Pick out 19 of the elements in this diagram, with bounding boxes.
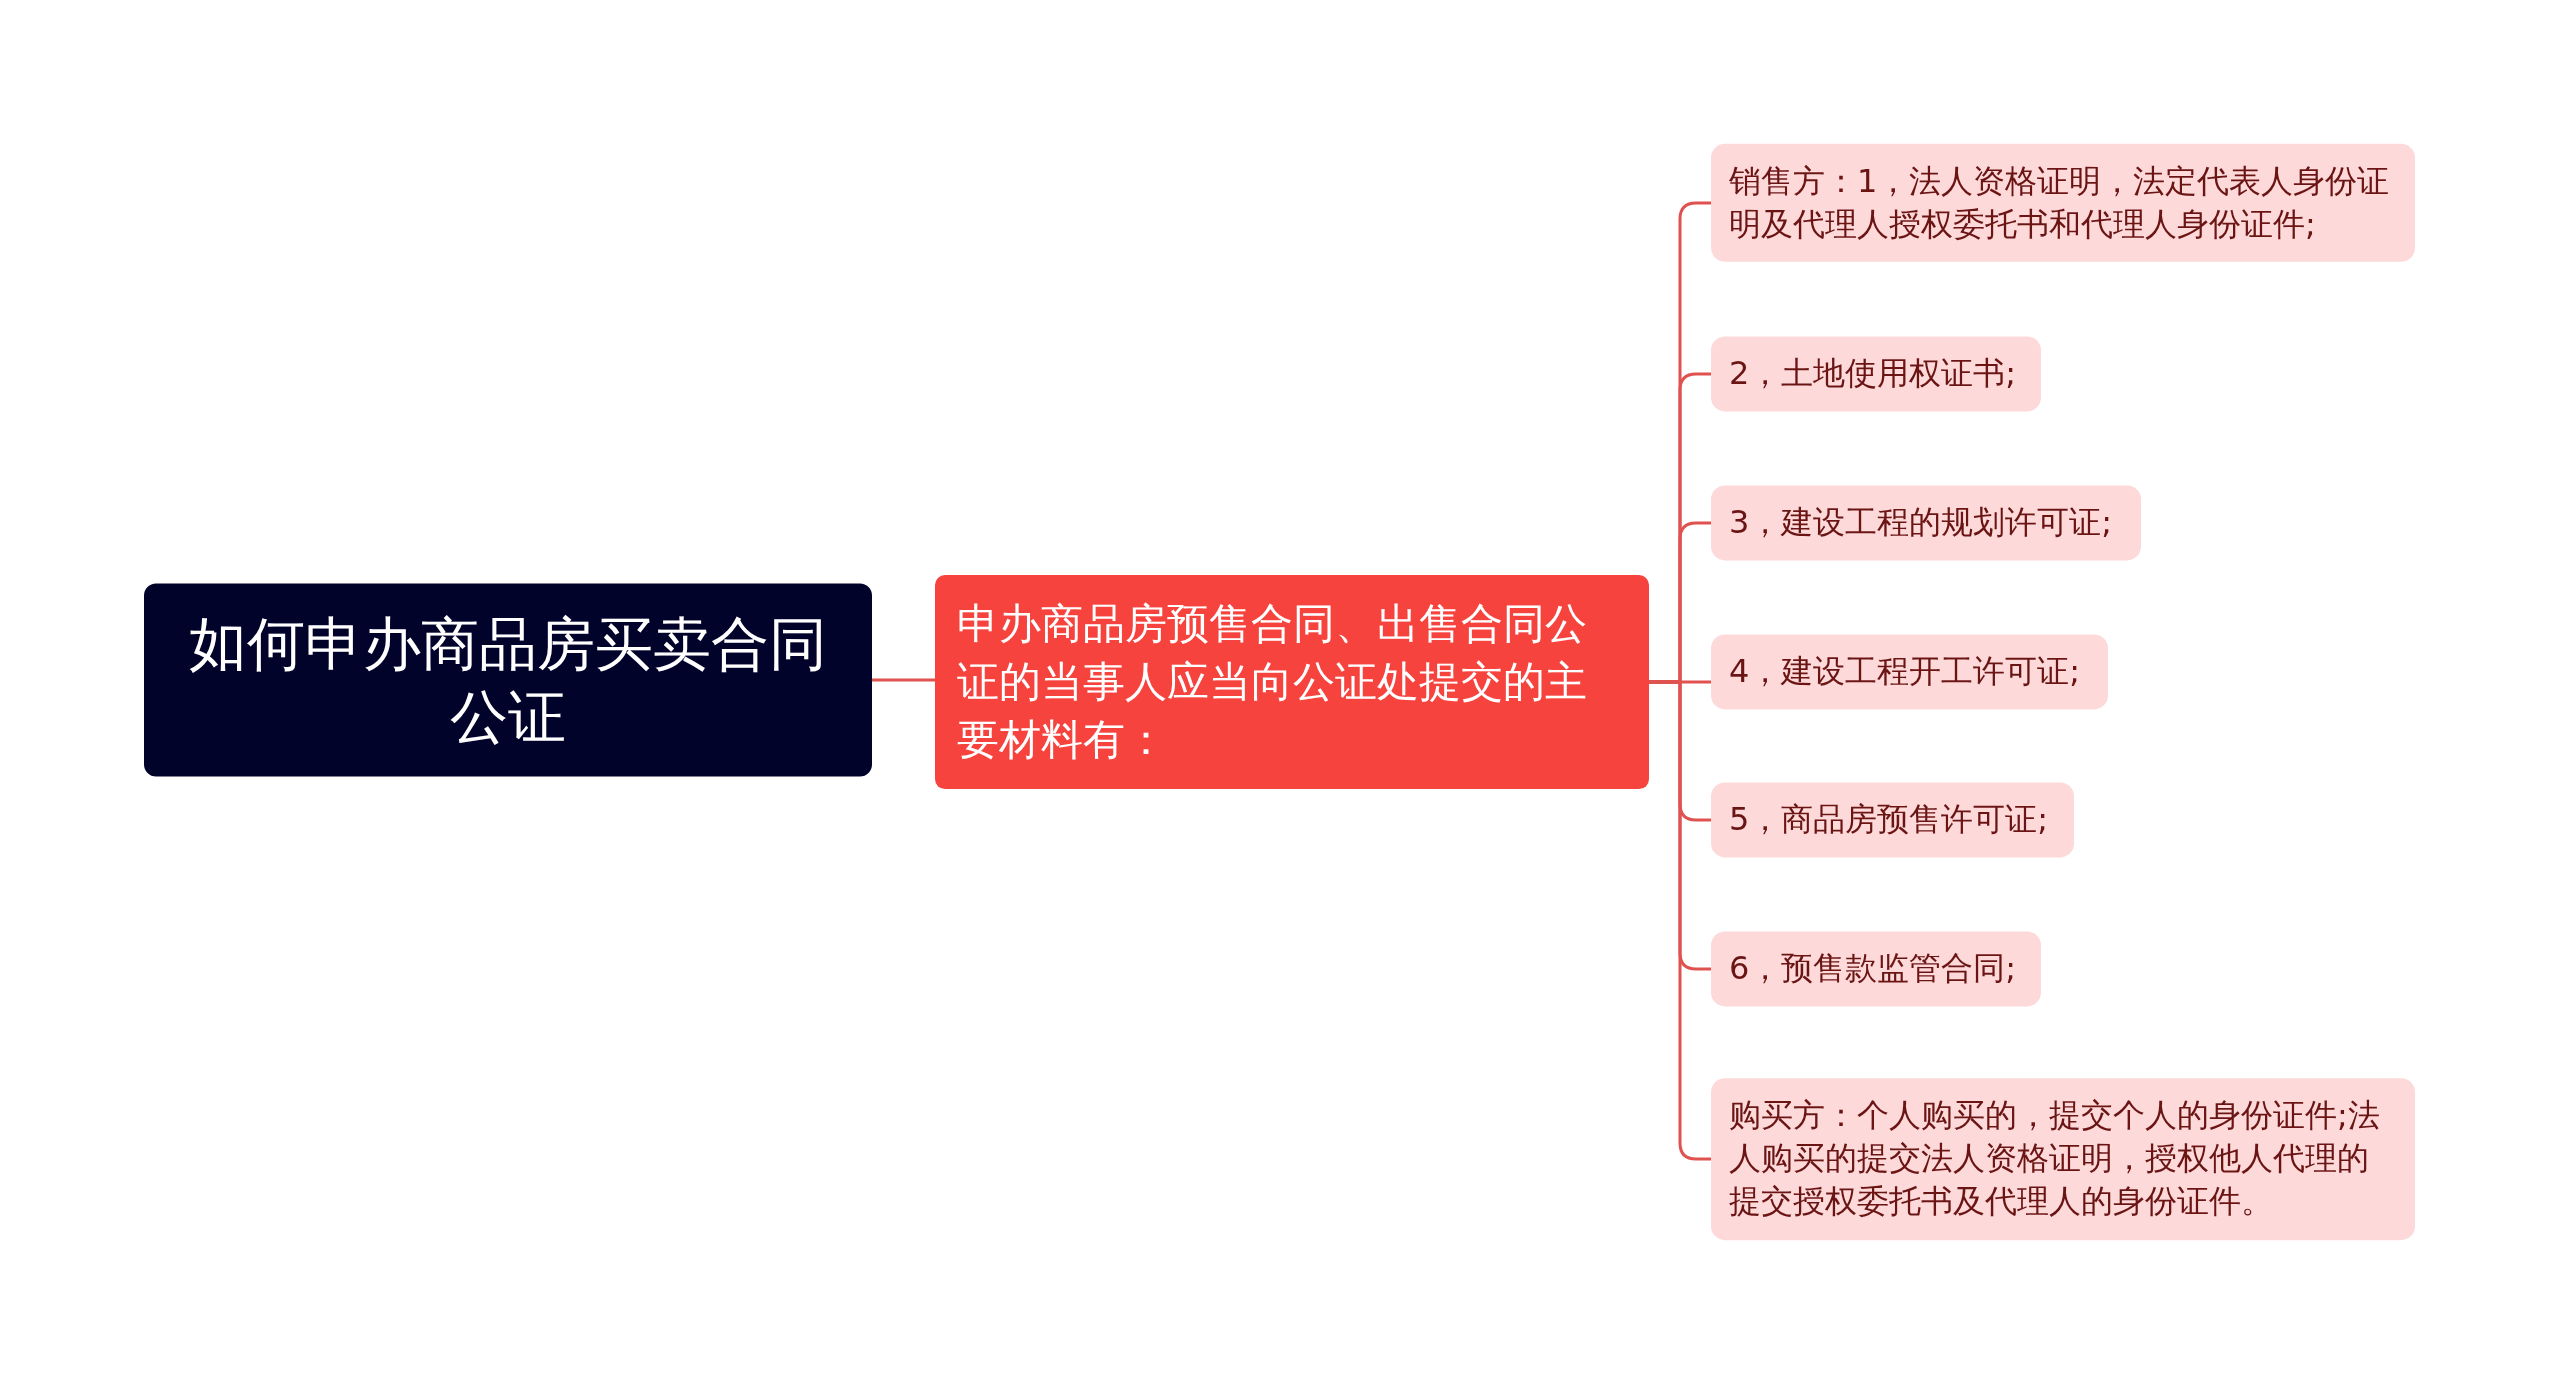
topic-text: 购买方：个人购买的，提交个人的身份证件;法人购买的提交法人资格证明，授权他人代理的提交授权委托书及代理人的身份证件。 bbox=[1729, 1095, 2381, 1223]
topic-text: 3，建设工程的规划许可证; bbox=[1729, 502, 2114, 544]
leaf-topic-box bbox=[1711, 336, 2041, 412]
leaf-topic-box bbox=[1711, 931, 2041, 1007]
topic-text: 4，建设工程开工许可证; bbox=[1729, 651, 2082, 693]
topic-text: 6，预售款监管合同; bbox=[1729, 948, 2018, 990]
topic-text: 销售方：1，法人资格证明，法定代表人身份证明及代理人授权委托书和代理人身份证件; bbox=[1729, 160, 2391, 245]
root-topic-box bbox=[144, 583, 872, 777]
topic-text: 申办商品房预售合同、出售合同公证的当事人应当向公证处提交的主要材料有： bbox=[957, 598, 1588, 766]
leaf-topic-box bbox=[1711, 1078, 2415, 1240]
topic-text: 5，商品房预售许可证; bbox=[1729, 799, 2050, 841]
topic-text: 如何申办商品房买卖合同公证 bbox=[188, 608, 828, 752]
topic-text: 2，土地使用权证书; bbox=[1729, 353, 2018, 395]
leaf-topic-box bbox=[1711, 782, 2074, 858]
leaf-topic-box bbox=[1711, 485, 2141, 561]
branch-topic-box bbox=[935, 575, 1649, 789]
leaf-topic-box bbox=[1711, 634, 2108, 710]
connector-line bbox=[872, 678, 935, 682]
leaf-topic-box bbox=[1711, 143, 2415, 263]
